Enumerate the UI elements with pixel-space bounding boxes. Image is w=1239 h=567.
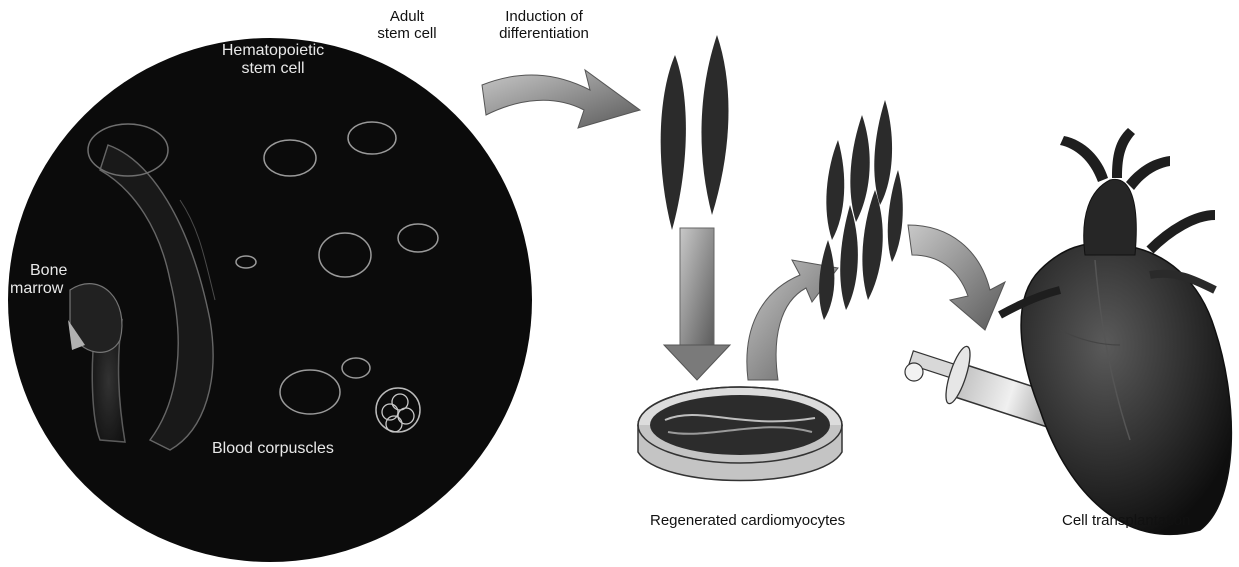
cell-transplantation-label: Cell transplantation xyxy=(1062,512,1232,529)
heart-illustration xyxy=(1000,128,1231,534)
hematopoietic-line-2: stem cell xyxy=(198,60,348,78)
adult-stem-cell-line-1: Adult xyxy=(362,8,452,25)
hematopoietic-stem-cell-label: Hematopoietic stem cell xyxy=(198,42,348,78)
hematopoietic-line-1: Hematopoietic xyxy=(198,42,348,60)
petri-dish xyxy=(638,387,842,481)
cardiomyocyte xyxy=(701,35,728,215)
down-arrow xyxy=(664,228,730,380)
induction-line-1: Induction of xyxy=(478,8,610,25)
adult-stem-cell-label: Adult stem cell xyxy=(362,8,452,42)
regenerated-cardiomyocytes-label: Regenerated cardiomyocytes xyxy=(650,512,910,529)
cardiomyocyte-cluster xyxy=(819,100,903,320)
blood-corpuscles-label: Blood corpuscles xyxy=(212,440,392,458)
bone-marrow-micrograph xyxy=(8,38,532,562)
differentiation-arrow xyxy=(482,70,640,128)
induction-line-2: differentiation xyxy=(478,25,610,42)
induction-label: Induction of differentiation xyxy=(478,8,610,42)
adult-stem-cell-line-2: stem cell xyxy=(362,25,452,42)
spindle-cardiomyocytes xyxy=(661,35,729,230)
bone-marrow-label: Bone marrow xyxy=(10,262,90,298)
bone-marrow-line-2: marrow xyxy=(10,280,90,298)
transplant-arrow xyxy=(908,225,1005,330)
bone-marrow-line-1: Bone xyxy=(10,262,90,280)
cardiomyocyte xyxy=(661,55,686,230)
